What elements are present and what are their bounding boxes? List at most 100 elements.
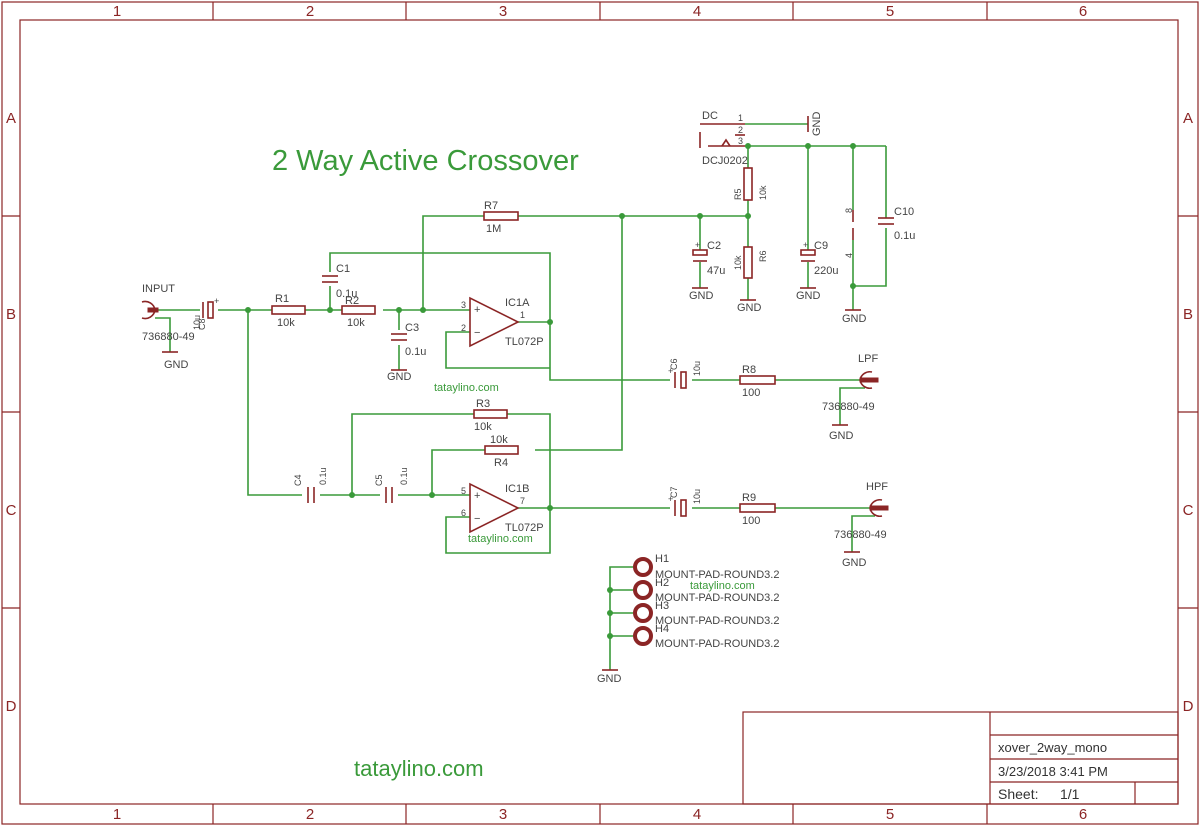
mount-value: MOUNT-PAD-ROUND3.2 [655,638,779,650]
col-label: 4 [693,3,701,20]
junctions [245,143,856,639]
capacitor-c10: C10 0.1u [878,206,915,242]
resistor-r3: R3 10k [473,398,508,433]
mount-pad: H3 MOUNT-PAD-ROUND3.2 [633,600,779,627]
capacitor-c9: + C9 220u GND [796,240,838,302]
capacitor-c5: C5 0.1u [374,467,409,503]
resistor-r1: R1 10k [271,293,306,329]
lpf-connector: LPF 736880-49 GND [822,353,879,442]
col-label: 3 [499,3,507,20]
input-gnd: GND [164,359,189,371]
ic1b-name: IC1B [505,483,529,495]
resistor-r8: R8 100 [739,364,776,399]
power-pin8: 8 [844,208,854,213]
r4-value: 10k [490,434,508,446]
mount-name: H2 [655,577,669,589]
col-label: 6 [1079,806,1087,823]
c8-value: 10u [192,315,202,330]
resistor-r2: R2 10k [341,295,376,329]
r1-value: 10k [277,317,295,329]
row-label: D [6,698,17,715]
svg-text:−: − [474,327,480,339]
ic1b-pin-n: 6 [461,508,466,518]
c7-value: 10u [692,489,702,504]
svg-text:+: + [803,240,808,250]
hpf-gnd: GND [842,557,867,569]
row-labels: A B C D A B C D [6,110,1194,715]
title-block-sheet-value: 1/1 [1060,786,1080,802]
col-label: 4 [693,806,701,823]
row-label: B [1183,306,1193,323]
resistor-r9: R9 100 [739,492,776,527]
note-label: tataylino.com [434,382,499,394]
col-label: 6 [1079,3,1087,20]
r6-gnd: GND [737,302,762,314]
ic1a-name: IC1A [505,297,530,309]
r8-value: 100 [742,387,760,399]
mount-value: MOUNT-PAD-ROUND3.2 [655,569,779,581]
row-label: A [1183,110,1193,127]
hpf-connector: HPF 736880-49 GND [834,481,889,569]
mount-name: H4 [655,623,669,635]
svg-text:+: + [668,366,673,376]
r1-name: R1 [275,293,289,305]
c2-value: 47u [707,265,725,277]
mount-value: MOUNT-PAD-ROUND3.2 [655,615,779,627]
input-name: INPUT [142,283,175,295]
row-label: A [6,110,16,127]
c1-value: 0.1u [336,288,357,300]
svg-text:+: + [668,494,673,504]
col-label: 2 [306,806,314,823]
title-block: xover_2way_mono 3/23/2018 3:41 PM Sheet:… [742,711,1179,805]
resistor-r5: R5 10k [733,167,768,201]
dc-value: DCJ0202 [702,155,748,167]
capacitor-c3: C3 0.1u GND [387,322,426,383]
mount-name: H3 [655,600,669,612]
c3-gnd: GND [387,371,412,383]
svg-text:+: + [214,296,219,306]
c3-name: C3 [405,322,419,334]
col-label: 1 [113,806,121,823]
c9-value: 220u [814,265,838,277]
svg-text:+: + [474,490,480,502]
dc-name: DC [702,110,718,122]
mount-name: H1 [655,553,669,565]
r3-value: 10k [474,421,492,433]
row-label: C [6,502,17,519]
note-label: tataylino.com [690,580,755,592]
row-label: C [1183,502,1194,519]
ic1a-pin-o: 1 [520,310,525,320]
row-label: B [6,306,16,323]
dc-pin1: 1 [738,113,743,123]
dc-gnd: GND [811,112,823,137]
c1-name: C1 [336,263,350,275]
svg-text:+: + [474,304,480,316]
ic1b-pin-o: 7 [520,496,525,506]
watermark: tataylino.com [354,756,484,781]
lpf-value: 736880-49 [822,401,875,413]
wires [155,123,887,670]
opamp-ic1a: + − 3 2 1 IC1A TL072P [461,296,544,348]
row-label: D [1183,698,1194,715]
dc-jack: DC DCJ0202 1 2 3 GND [699,110,823,167]
input-value: 736880-49 [142,331,195,343]
r6-name: R6 [758,250,768,262]
col-label: 5 [886,3,894,20]
mount-value: MOUNT-PAD-ROUND3.2 [655,592,779,604]
c10-name: C10 [894,206,914,218]
c9-gnd: GND [796,290,821,302]
r5-name: R5 [733,188,743,200]
c6-value: 10u [692,361,702,376]
c4-value: 0.1u [318,467,328,485]
r7-value: 1M [486,223,501,235]
capacitor-c1: C1 0.1u [322,263,357,300]
dc-pin2: 2 [738,125,743,135]
lpf-name: LPF [858,353,878,365]
r8-name: R8 [742,364,756,376]
ic1b-pin-p: 5 [461,486,466,496]
dc-pin3: 3 [738,136,743,146]
c5-value: 0.1u [399,467,409,485]
c9-name: C9 [814,240,828,252]
